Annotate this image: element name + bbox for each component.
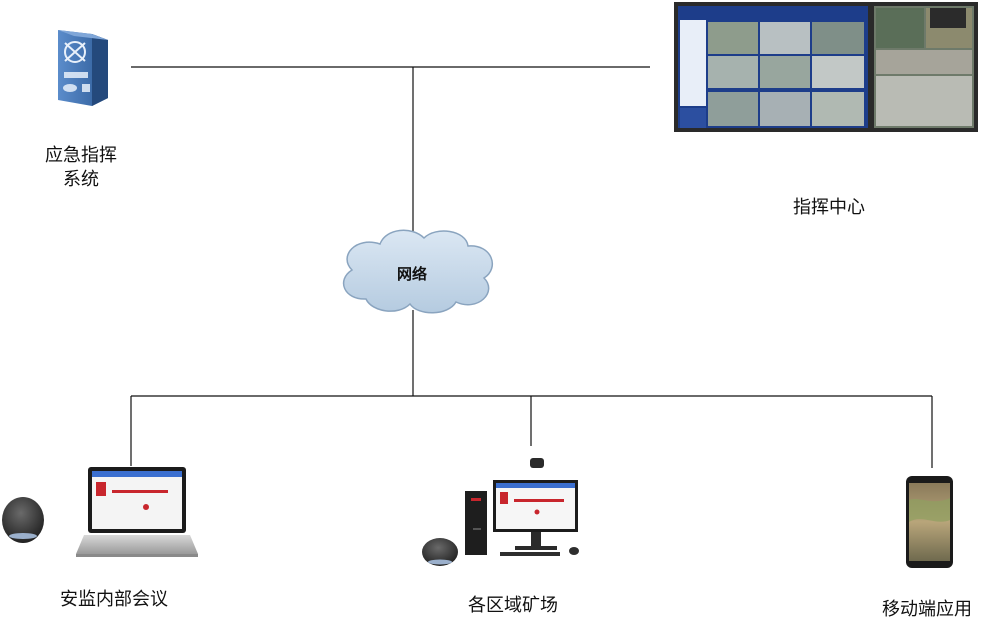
desktop-pc-icon — [465, 458, 579, 556]
command-center-label: 指挥中心 — [793, 197, 865, 218]
emergency-label-line2: 系统 — [63, 169, 99, 190]
mine-sites-label: 各区域矿场 — [468, 595, 558, 616]
speakerphone-left-icon — [2, 497, 44, 543]
network-label: 网络 — [397, 265, 428, 283]
connection-lines — [130, 66, 933, 468]
emergency-system-label: 应急指挥 系统 — [45, 144, 117, 192]
speakerphone-center-icon — [422, 538, 458, 566]
laptop-icon — [76, 467, 198, 557]
network-cloud — [342, 229, 494, 314]
video-wall-image — [674, 2, 978, 132]
mobile-app-label: 移动端应用 — [882, 599, 972, 620]
server-icon — [58, 30, 108, 106]
emergency-label-line1: 应急指挥 — [45, 145, 117, 166]
smartphone-icon — [906, 476, 953, 568]
safety-meeting-label: 安监内部会议 — [60, 589, 168, 610]
